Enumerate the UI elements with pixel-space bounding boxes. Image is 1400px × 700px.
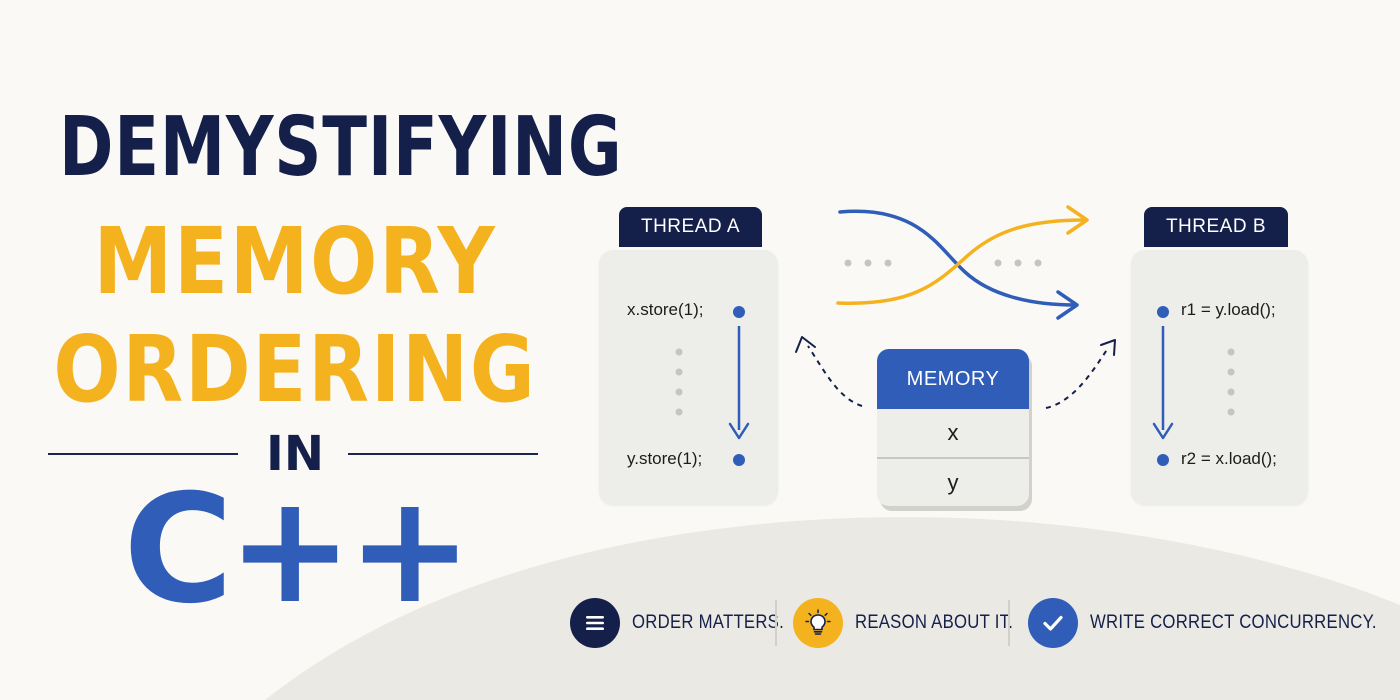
memory-cell-y: y bbox=[877, 457, 1029, 506]
feature-order-matters: ORDER MATTERS. bbox=[570, 598, 805, 648]
thread-a-first-op: x.store(1); bbox=[627, 300, 704, 319]
title-rule-right bbox=[348, 453, 538, 455]
thread-a-timeline bbox=[675, 306, 750, 466]
thread-a-label: THREAD A bbox=[619, 207, 762, 247]
thread-b-second-op: r2 = x.load(); bbox=[1181, 449, 1277, 468]
thread-b-label: THREAD B bbox=[1144, 207, 1288, 247]
thread-b-timeline bbox=[1152, 306, 1235, 466]
title-line-3: ORDERING bbox=[53, 316, 537, 423]
memory-card: MEMORY x y bbox=[877, 349, 1029, 506]
lightbulb-icon bbox=[793, 598, 843, 648]
feature-label: REASON ABOUT IT. bbox=[855, 612, 1014, 633]
feature-label: WRITE CORRECT CONCURRENCY. bbox=[1090, 612, 1377, 633]
title-connector: IN bbox=[265, 426, 325, 482]
thread-a-card bbox=[599, 250, 778, 505]
feature-divider bbox=[775, 600, 777, 646]
title-line-1: DEMYSTIFYING bbox=[59, 100, 623, 195]
reordering-arrows bbox=[836, 205, 1089, 320]
title-language: C++ bbox=[123, 463, 472, 637]
memory-connectors bbox=[795, 336, 1116, 409]
feature-label: ORDER MATTERS. bbox=[632, 612, 785, 633]
feature-reason-about-it: REASON ABOUT IT. bbox=[793, 598, 1035, 648]
memory-cell-x: x bbox=[947, 420, 959, 445]
feature-write-correct-concurrency: WRITE CORRECT CONCURRENCY. bbox=[1028, 598, 1400, 648]
title-line-2: MEMORY bbox=[93, 208, 497, 315]
memory-label: MEMORY bbox=[877, 349, 1029, 409]
title-rule-left bbox=[48, 453, 238, 455]
thread-a-second-op: y.store(1); bbox=[627, 449, 703, 468]
checkmark-icon bbox=[1028, 598, 1078, 648]
thread-b-first-op: r1 = y.load(); bbox=[1181, 300, 1276, 319]
feature-divider bbox=[1008, 600, 1010, 646]
list-icon bbox=[570, 598, 620, 648]
